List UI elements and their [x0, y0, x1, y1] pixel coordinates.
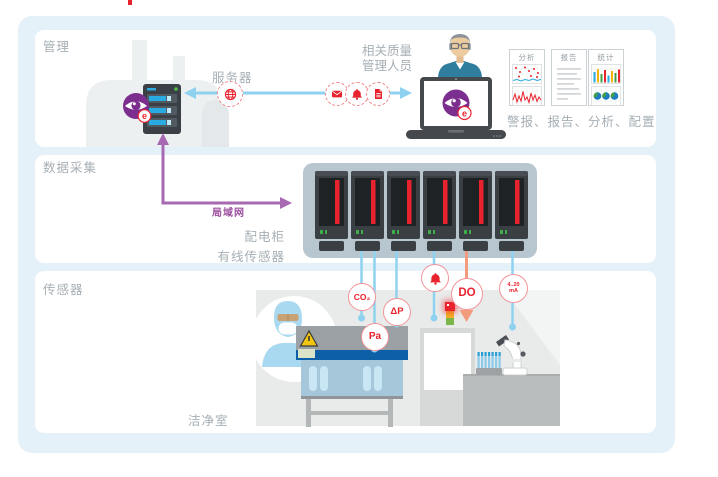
acquisition-section-label: 数据采集 [43, 161, 98, 175]
doc-card-analysis: 分析 [509, 49, 545, 106]
lan-label: 局域网 [212, 208, 245, 219]
glasses-icon [450, 42, 470, 50]
top-crop-mark [128, 0, 132, 5]
sensors-section-label: 传感器 [43, 283, 84, 297]
laptop-icon: e [406, 77, 506, 139]
svg-text:e: e [462, 108, 467, 118]
statistics-charts-icon [591, 64, 621, 106]
doc-card-statistics: 统计 [588, 49, 624, 106]
alarm-bell-badge [421, 264, 449, 292]
warning-triangle-icon [299, 329, 319, 347]
bell-icon [429, 272, 441, 285]
biosafety-cabinet-icon [296, 326, 408, 427]
outputs-caption: 警报、报告、分析、配置 [507, 115, 656, 129]
alarm-beacon-icon [445, 302, 455, 325]
do-sensor-badge: DO [451, 278, 483, 310]
server-icon: e [123, 84, 181, 134]
management-section-label: 管理 [43, 40, 71, 54]
manager-avatar [438, 34, 482, 79]
test-tube-rack-icon [476, 352, 502, 375]
cabinet-module [315, 171, 348, 251]
cleanroom-wall-corner [504, 290, 560, 365]
doc-report-label: 报告 [560, 53, 578, 62]
monitoring-software-logo: e [123, 93, 152, 123]
glove-ports [309, 366, 382, 391]
svg-text:e: e [142, 111, 147, 121]
microscope-icon [496, 335, 528, 376]
doc-statistics-label: 统计 [597, 53, 615, 62]
globe-icon [217, 81, 243, 107]
manager-label: 相关质量 管理人员 [361, 44, 412, 73]
wired-sensor-label: 有线传感器 [217, 250, 285, 264]
cleanroom-label: 洁净室 [188, 414, 229, 428]
pressure-pa-badge: Pa [361, 323, 389, 351]
distribution-cabinet-panel [303, 163, 537, 258]
lab-bench [463, 374, 560, 426]
monitoring-software-logo: e [442, 89, 472, 121]
document-icon [366, 82, 390, 106]
analysis-charts-icon [512, 64, 542, 106]
doc-analysis-label: 分析 [518, 53, 536, 62]
co2-sensor-badge: CO₂ [348, 283, 376, 311]
differential-pressure-badge: ΔP [383, 298, 411, 326]
distribution-cabinet-label: 配电柜 [244, 230, 285, 244]
report-lines-icon [557, 68, 581, 100]
cabinet-labels: 配电柜 有线传感器 [200, 227, 285, 267]
server-label: 服务器 [212, 71, 253, 85]
doc-card-report: 报告 [551, 49, 587, 106]
current-loop-badge: 4..20 mA [499, 274, 528, 303]
